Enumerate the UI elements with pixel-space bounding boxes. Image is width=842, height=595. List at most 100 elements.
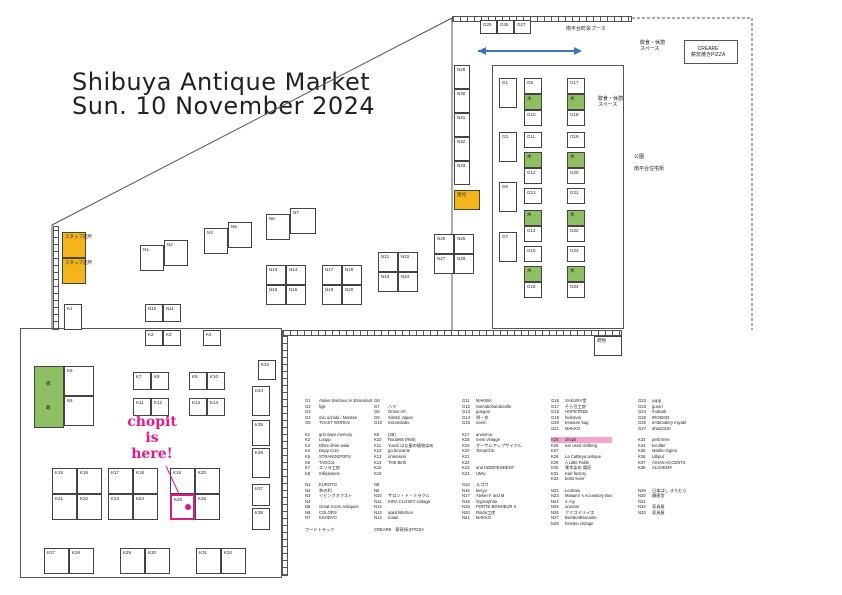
- legend-shop-name: rhubarb: [652, 409, 667, 415]
- booth-K1: K1: [64, 304, 82, 330]
- legend-shop-name: Route66 (R66): [388, 437, 416, 443]
- legend-shop-name: KSODVO: [319, 515, 337, 521]
- legend-shop-name: ear used clothing: [565, 442, 597, 448]
- legend-code: K25: [551, 437, 559, 443]
- booth-G26: G26: [497, 20, 514, 34]
- legend-shop-name: aha22310: [652, 425, 671, 431]
- booth-K5: K5: [64, 366, 94, 396]
- tree-6: 木: [567, 152, 585, 168]
- legend-code: K12: [374, 448, 382, 454]
- tree-3: 木: [524, 210, 542, 226]
- legend-shop-name: サロン・ド・ミラクル: [388, 493, 430, 499]
- legend-code: K11: [374, 442, 382, 448]
- legend-code: N24: [551, 498, 559, 504]
- legend-row: G3: [305, 409, 372, 415]
- legend-code: G27: [638, 425, 646, 431]
- legend-code: N28: [551, 521, 559, 527]
- booth-G25: G25: [480, 20, 497, 34]
- legend-row: G16 SAKURA堂: [551, 398, 612, 404]
- map-date: Sun. 10 November 2024: [72, 92, 376, 120]
- booth-G20: G20: [567, 168, 585, 184]
- booth-N10: N10: [145, 304, 163, 322]
- staff-office-2: スタッフ詰所: [62, 258, 92, 284]
- legend-row: K11 Yurari はな屋の植物染め: [374, 443, 434, 449]
- legend-shop-name: hideman: [565, 414, 582, 420]
- legend-shop-name: TomaChic: [476, 448, 495, 454]
- legend-code: N30: [638, 493, 646, 499]
- booth-K9: K9: [189, 372, 207, 390]
- legend-code: K24: [462, 470, 470, 476]
- legend-code: N29: [638, 487, 646, 493]
- booth-N15: N15: [266, 285, 286, 305]
- legend-shop-name: Great Acorn Antiques: [319, 504, 359, 510]
- legend-row: G6: [374, 398, 434, 404]
- legend-code: K1: [305, 431, 311, 437]
- booth-N7: N7: [290, 208, 316, 234]
- mid-wall: [282, 330, 622, 336]
- legend-shop-name: Depp Coin: [319, 448, 339, 454]
- legend-code: K22: [462, 459, 470, 465]
- legend-shop-name: aakichiBchun: [388, 509, 413, 515]
- booth-N33: N33: [454, 161, 470, 185]
- creare-box: CREARE 薪窯焼きPIZZA: [684, 40, 738, 64]
- g-area: [492, 65, 624, 329]
- food-space-top: 飲食・休憩 スペース: [640, 40, 666, 52]
- legend-code: G19: [551, 414, 559, 420]
- legend-shop-name: grin days memory: [319, 431, 353, 437]
- legend-shop-name: Leoharu: [565, 487, 581, 493]
- legend-code: N11: [374, 498, 382, 504]
- legend-code: K30: [551, 465, 559, 471]
- booth-K28: K28: [69, 548, 94, 574]
- legend-code: N23: [551, 493, 559, 499]
- legend-code: N18: [462, 498, 470, 504]
- legend-code: N21: [462, 515, 470, 521]
- legend-shop-name: o' my: [565, 498, 575, 504]
- legend-row: N12: [374, 504, 434, 510]
- booth-K25-chopit[interactable]: K25: [170, 494, 195, 520]
- legend-shop-name: Yurari はな屋の植物染め: [388, 442, 434, 448]
- legend-shop-name: エリラ工房: [319, 465, 340, 471]
- booth-N20: N20: [342, 285, 362, 305]
- legend-code: G1: [305, 398, 311, 403]
- legend-shop-name: SAKURA堂: [565, 398, 587, 403]
- legend-code: G16: [551, 398, 559, 403]
- legend-code: K13: [374, 453, 382, 459]
- legend-code: K21: [462, 453, 470, 459]
- booth-G24: G24: [567, 282, 585, 298]
- legend-row: N24 o' my: [551, 499, 612, 505]
- booth-K11: K11: [133, 398, 151, 416]
- legend-shop-name: オーサムアップサイクル: [476, 442, 522, 448]
- legend-row: G19 hideman: [551, 415, 612, 421]
- legend-code: N5: [305, 504, 311, 510]
- legend-shop-name: neem: [476, 420, 487, 426]
- legend-code: K20: [462, 448, 470, 454]
- legend-code: N10: [374, 493, 382, 499]
- booth-K14: K14: [207, 398, 225, 416]
- legend-code: K38: [638, 465, 646, 471]
- legend-code: K8: [305, 470, 311, 476]
- booth-N22: N22: [398, 252, 418, 272]
- legend-shop-name: Atelier F and M: [476, 493, 505, 499]
